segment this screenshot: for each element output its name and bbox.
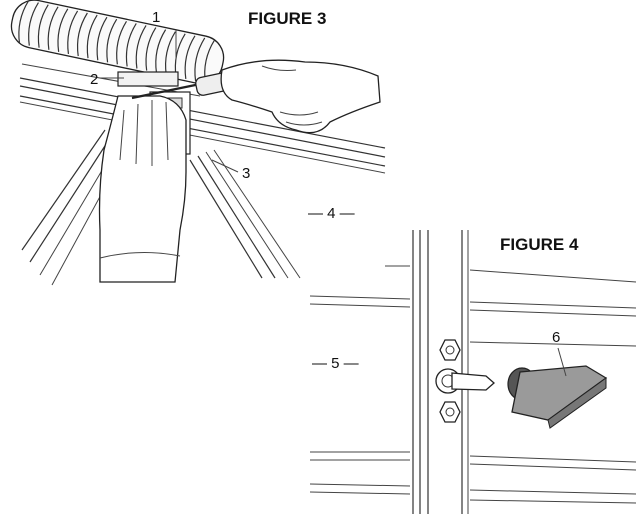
header-beam	[19, 63, 386, 174]
hex-nut-top	[439, 339, 461, 361]
figure-4: FIGURE 4	[309, 230, 637, 514]
holding-hand	[98, 95, 187, 283]
vertical-track	[412, 230, 469, 514]
callout-1: 1	[152, 9, 160, 26]
callout-2: 2	[90, 71, 98, 88]
callout-5: — 5 —	[312, 355, 359, 372]
callout-3: 3	[242, 165, 250, 182]
torsion-spring	[10, 0, 225, 85]
callout-4: — 4 —	[308, 205, 355, 222]
figure-3: FIGURE 3	[10, 0, 386, 286]
door-panels	[309, 265, 637, 504]
hex-nut-bottom	[439, 401, 461, 423]
screwdriver-hand	[131, 59, 381, 134]
figure-4-title: FIGURE 4	[500, 235, 579, 254]
figure-3-title: FIGURE 3	[248, 9, 326, 28]
wing-knob	[507, 365, 608, 429]
callout-6: 6	[552, 329, 560, 346]
roller-stem-bolt	[435, 368, 495, 394]
